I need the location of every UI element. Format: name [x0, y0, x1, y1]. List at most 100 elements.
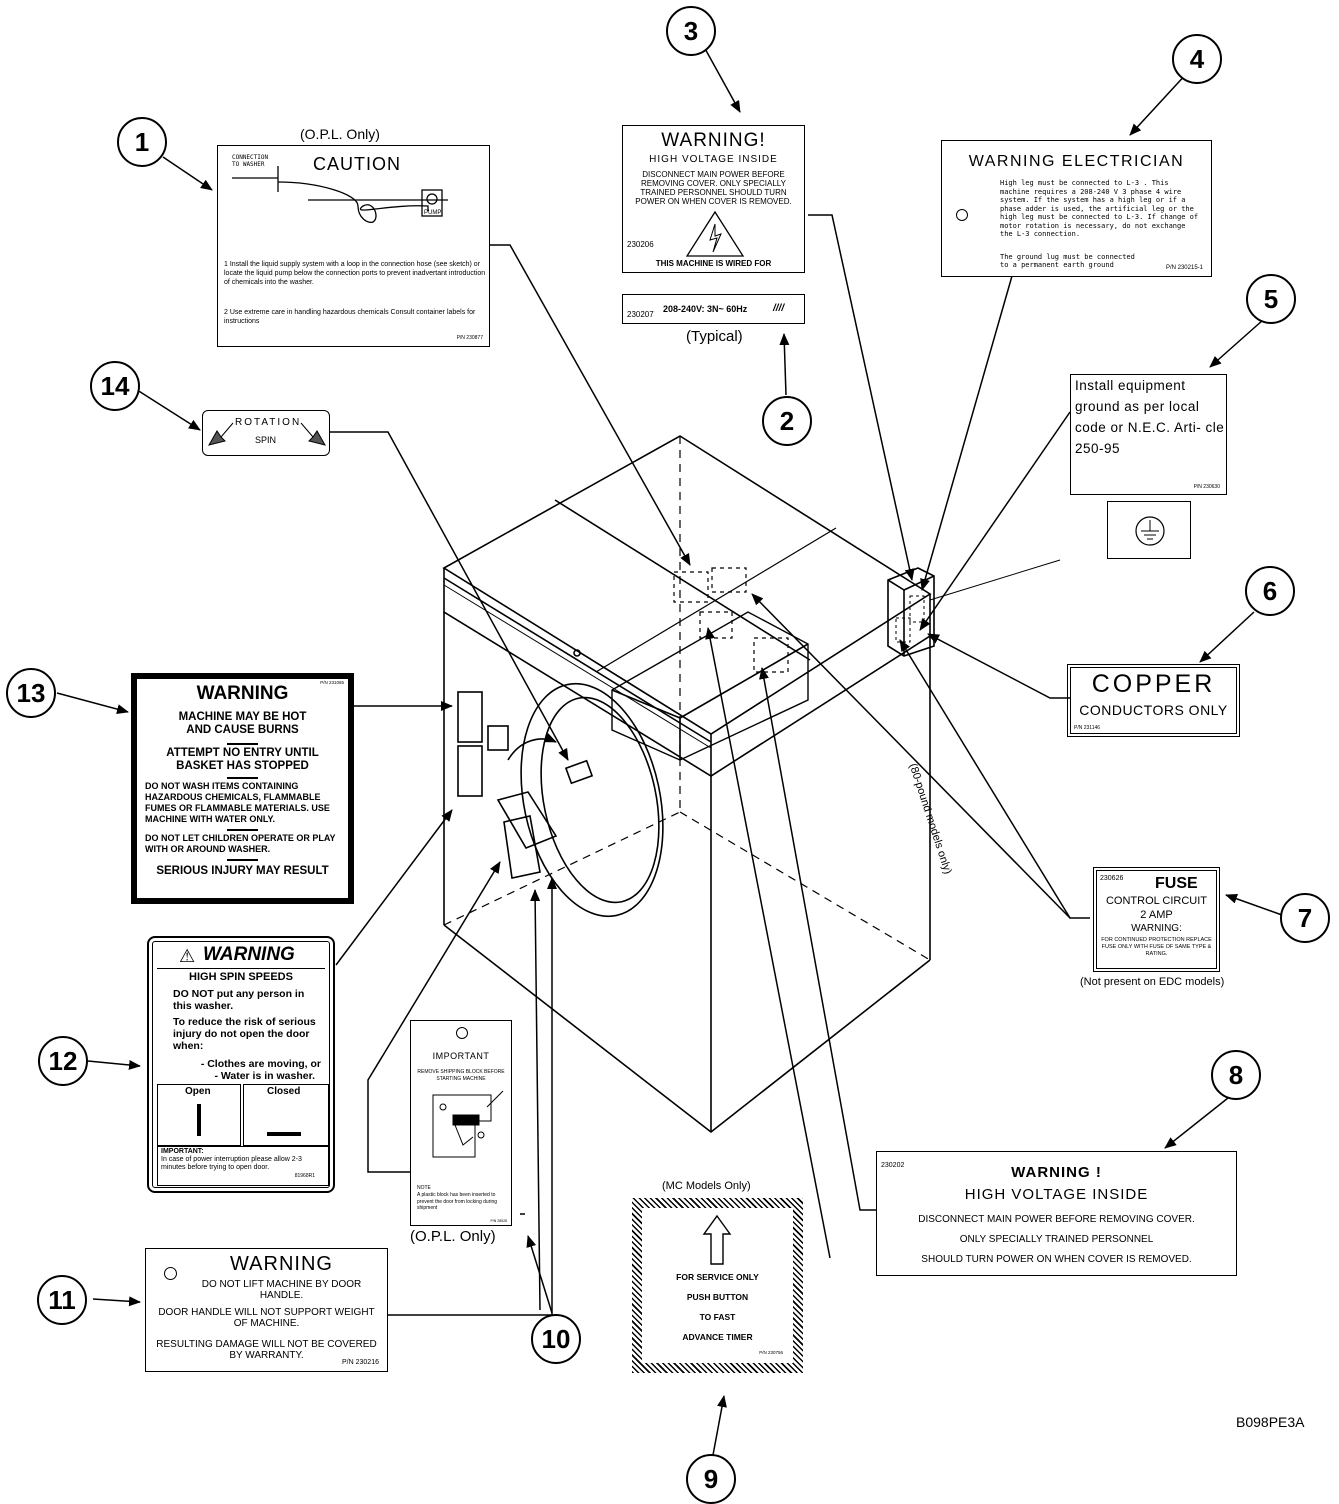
label-2-voltage: 230207 208-240V: 3N~ 60Hz //// — [622, 294, 805, 324]
spin-title: WARNING — [203, 944, 295, 965]
hot-s4: DO NOT LET CHILDREN OPERATE OR PLAY WITH… — [145, 833, 336, 854]
fuse-pn: 230626 — [1100, 875, 1124, 882]
handle-l2: DOOR HANDLE WILL NOT SUPPORT WEIGHT OF M… — [158, 1307, 375, 1329]
label-13-hot-warning: P/N 231065 WARNING MACHINE MAY BE HOT AN… — [131, 673, 354, 904]
ground-text: Install equipment ground as per local co… — [1075, 378, 1225, 456]
copper-title: COPPER — [1091, 670, 1216, 698]
caution-pn: P/N 230877 — [456, 335, 483, 341]
label-11-door-handle: WARNING DO NOT LIFT MACHINE BY DOOR HAND… — [145, 1248, 388, 1372]
hv8-l3: SHOULD TURN POWER ON WHEN COVER IS REMOV… — [921, 1254, 1192, 1265]
rotation-text: ROTATION — [235, 417, 302, 428]
rotation-arrows-icon — [207, 422, 327, 446]
label-1-caution: CONNECTION TO WASHER CAUTION PUMP 1 Inst… — [217, 145, 490, 347]
hole-icon — [956, 209, 968, 221]
callout-5: 5 — [1246, 274, 1296, 324]
hot-title: WARNING — [196, 683, 289, 704]
voltage-pn: 230207 — [627, 310, 654, 319]
hot-s5: SERIOUS INJURY MAY RESULT — [156, 865, 329, 877]
important-title: IMPORTANT — [432, 1051, 490, 1061]
hv-body: DISCONNECT MAIN POWER BEFORE REMOVING CO… — [635, 170, 792, 206]
handle-hole-icon — [164, 1267, 177, 1280]
handle-title: WARNING — [230, 1253, 333, 1275]
fuse-title: FUSE — [1155, 875, 1198, 892]
fuse-l1: CONTROL CIRCUIT — [1105, 895, 1208, 907]
callout-2: 2 — [762, 396, 812, 446]
up-arrow-icon — [702, 1214, 732, 1265]
label-6-copper: COPPER CONDUCTORS ONLY P/N 231146 — [1067, 664, 1240, 737]
note-text: A plastic block has been inserted to pre… — [417, 1192, 498, 1211]
electrician-pn: P/N 230215-1 — [1165, 265, 1203, 271]
caption-opl-1: (O.P.L. Only) — [300, 126, 380, 142]
spin-p1: DO NOT put any person in this washer. — [173, 988, 305, 1012]
spin-important-text: In case of power interruption please all… — [161, 1156, 302, 1171]
fuse-l2: 2 AMP — [1140, 909, 1173, 921]
connection-text: CONNECTION TO WASHER — [232, 154, 269, 168]
hv-sub: HIGH VOLTAGE INSIDE — [649, 154, 778, 165]
service-l3: TO FAST — [699, 1312, 736, 1322]
hose-loop-icon — [232, 166, 448, 224]
label-3-high-voltage: WARNING! HIGH VOLTAGE INSIDE DISCONNECT … — [622, 125, 805, 273]
electrician-body: High leg must be connected to L-3 . This… — [1000, 179, 1199, 238]
service-pn: P/N 230756 — [759, 1350, 783, 1355]
drawing-id: B098PE3A — [1236, 1414, 1305, 1430]
caption-not-edc: (Not present on EDC models) — [1080, 976, 1225, 988]
label-7-fuse: 230626 FUSE CONTROL CIRCUIT 2 AMP WARNIN… — [1093, 867, 1220, 972]
hv8-title: WARNING ! — [1011, 1164, 1102, 1181]
spin-text: SPIN — [255, 435, 277, 445]
copper-sub: CONDUCTORS ONLY — [1079, 702, 1228, 718]
tag-hole-icon — [456, 1027, 468, 1039]
caution-title: CAUTION — [313, 154, 401, 174]
hot-pn: P/N 231065 — [320, 680, 344, 685]
spin-p2: To reduce the risk of serious injury do … — [173, 1016, 316, 1052]
service-l2: PUSH BUTTON — [686, 1292, 749, 1302]
spin-b1: - Clothes are moving, or — [200, 1058, 321, 1070]
caution-item-1: 1 Install the liquid supply system with … — [224, 261, 486, 286]
spin-b2: - Water is in washer. — [214, 1070, 315, 1082]
electrician-ground: The ground lug must be connected to a pe… — [1000, 253, 1135, 269]
electrician-title: WARNING ELECTRICIAN — [968, 153, 1185, 170]
label-14-rotation: ROTATION SPIN — [202, 410, 330, 456]
handle-l1: DO NOT LIFT MACHINE BY DOOR HANDLE. — [201, 1279, 362, 1301]
hv8-pn: 230202 — [881, 1162, 905, 1169]
pump-label: PUMP — [424, 210, 442, 216]
label-10-shipping-block: IMPORTANT REMOVE SHIPPING BLOCK BEFORE S… — [410, 1020, 512, 1226]
handle-pn: P/N 230216 — [342, 1359, 379, 1366]
label-9-service: FOR SERVICE ONLY PUSH BUTTON TO FAST ADV… — [632, 1198, 803, 1373]
important-sub: REMOVE SHIPPING BLOCK BEFORE STARTING MA… — [417, 1069, 505, 1082]
ground-pn: P/N 230630 — [1193, 484, 1220, 490]
shipping-block-icon — [432, 1090, 504, 1158]
copper-pn: P/N 231146 — [1074, 725, 1101, 731]
hv8-sub: HIGH VOLTAGE INSIDE — [964, 1186, 1149, 1203]
spin-pn: 81968R1 — [294, 1173, 315, 1179]
service-l4: ADVANCE TIMER — [682, 1332, 753, 1342]
phase-hatch: //// — [773, 303, 785, 314]
caption-mc-only: (MC Models Only) — [662, 1180, 751, 1192]
callout-3: 3 — [666, 6, 716, 56]
label-4-electrician: WARNING ELECTRICIAN High leg must be con… — [941, 140, 1212, 277]
fuse-l3: WARNING: — [1131, 923, 1182, 934]
open-label: Open — [185, 1086, 211, 1097]
earth-ground-icon — [1135, 516, 1165, 546]
hv-pn: 230206 — [627, 240, 654, 249]
service-l1: FOR SERVICE ONLY — [676, 1272, 759, 1282]
fuse-l4: FOR CONTINUED PROTECTION REPLACE FUSE ON… — [1101, 937, 1212, 957]
callout-1: 1 — [117, 117, 167, 167]
caution-item-2: 2 Use extreme care in handling hazardous… — [224, 309, 476, 325]
callout-13: 13 — [6, 668, 56, 718]
callout-11: 11 — [37, 1275, 87, 1325]
hv-footer: THIS MACHINE IS WIRED FOR — [655, 259, 772, 268]
caption-typical: (Typical) — [686, 328, 743, 345]
hv-title: WARNING! — [661, 130, 766, 151]
hot-s3: DO NOT WASH ITEMS CONTAINING HAZARDOUS C… — [145, 781, 330, 824]
handle-closed-icon — [267, 1132, 301, 1136]
spin-sub: HIGH SPIN SPEEDS — [189, 971, 293, 983]
hot-s2: ATTEMPT NO ENTRY UNTIL BASKET HAS STOPPE… — [166, 747, 319, 772]
callout-14: 14 — [90, 361, 140, 411]
callout-12: 12 — [38, 1036, 88, 1086]
caption-opl-10: (O.P.L. Only) — [410, 1228, 496, 1245]
note-label: NOTE — [417, 1185, 431, 1191]
closed-label: Closed — [267, 1086, 301, 1097]
voltage-text: 208-240V: 3N~ 60Hz — [663, 304, 748, 314]
callout-9: 9 — [686, 1454, 736, 1504]
shock-triangle-icon — [685, 210, 745, 257]
